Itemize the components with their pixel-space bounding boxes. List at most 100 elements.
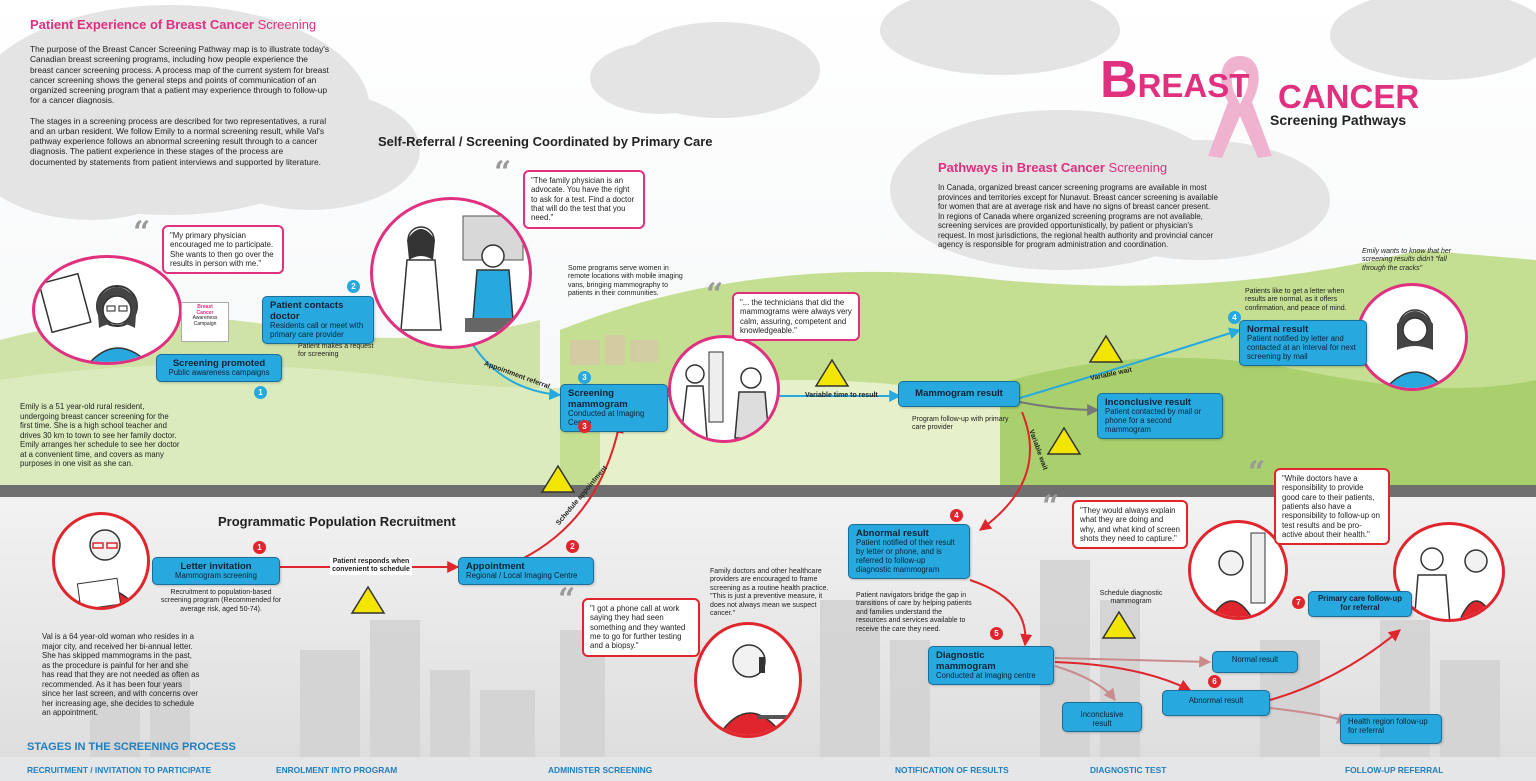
note-patient-request: Patient makes a request for screening [298, 343, 374, 359]
diagnostic-mammogram-sub: Conducted at imaging centre [936, 671, 1036, 680]
screening-mammogram-box[interactable]: Screening mammogram Conducted at Imaging… [560, 384, 668, 432]
health-region-followup-box[interactable]: Health region follow-up for referral [1340, 714, 1442, 744]
warning-triangle-icon [1088, 334, 1124, 363]
stages-title: STAGES IN THE SCREENING PROCESS [27, 741, 236, 753]
warning-triangle-icon [814, 358, 850, 387]
stage-administer: ADMINISTER SCREENING [548, 765, 653, 775]
emily-description: Emily is a 51 year-old rural resident, u… [20, 402, 180, 468]
quote-responsibility: "While doctors have a responsibility to … [1274, 468, 1390, 546]
letter-invitation-box[interactable]: Letter invitation Mammogram screening [152, 557, 280, 585]
step-badge-blue-4: 4 [1228, 311, 1241, 324]
intro-title: Patient Experience of Breast Cancer [30, 17, 254, 32]
primary-care-followup-title: Primary care follow-up for referral [1317, 594, 1403, 612]
abnormal-result-small-title: Abnormal result [1188, 696, 1244, 705]
quote-technicians: "... the technicians that did the mammog… [732, 292, 860, 342]
doctor-patient-icon [400, 215, 524, 332]
normal-result-small-title: Normal result [1231, 655, 1279, 664]
step-badge-red-1: 1 [253, 541, 266, 554]
stage-notification: NOTIFICATION OF RESULTS [895, 765, 1009, 775]
quote-explain: "They would always explain what they are… [1072, 500, 1188, 550]
note-program-followup: Program follow-up with primary care prov… [912, 416, 1009, 432]
appointment-title: Appointment [466, 561, 525, 572]
diagnostic-portrait [1188, 520, 1288, 620]
stage-diagnostic: DIAGNOSTIC TEST [1090, 765, 1167, 775]
inconclusive-result-box[interactable]: Inconclusive result Patient contacted by… [1097, 393, 1223, 439]
poster-line-2: Cancer [196, 309, 214, 316]
intro-section: Patient Experience of Breast Cancer Scre… [30, 17, 330, 167]
stage-followup: FOLLOW-UP REFERRAL [1345, 765, 1444, 775]
note-variable-time: Variable time to result [805, 392, 878, 399]
appointment-box[interactable]: Appointment Regional / Local Imaging Cen… [458, 557, 594, 585]
abnormal-result-box[interactable]: Abnormal result Patient notified of thei… [848, 524, 970, 579]
note-navigators: Patient navigators bridge the gap in tra… [856, 592, 972, 633]
phone-call-portrait [694, 622, 802, 738]
self-referral-title: Self-Referral / Screening Coordinated by… [378, 134, 713, 149]
poster-line-4: Campaign [193, 320, 217, 327]
logo-big-b: B [1100, 51, 1138, 109]
screening-promoted-box[interactable]: Screening promoted Public awareness camp… [156, 354, 282, 382]
val-description: Val is a 64 year-old woman who resides i… [42, 632, 200, 717]
pathways-body: In Canada, organized breast cancer scree… [938, 183, 1218, 249]
pathways-title-accent: Screening [1108, 160, 1168, 175]
letter-invitation-title: Letter invitation [180, 561, 252, 572]
abnormal-result-title: Abnormal result [856, 528, 929, 539]
doctor-portrait [370, 197, 532, 349]
poster-line-1: Breast [197, 304, 213, 310]
warning-triangle-icon [540, 464, 576, 493]
followup-portrait [1393, 522, 1505, 622]
step-badge-red-7: 7 [1292, 596, 1305, 609]
step-badge-red-5: 5 [990, 627, 1003, 640]
logo-word-1: REAST [1137, 67, 1250, 104]
note-mobile-vans: Some programs serve women in remote loca… [568, 265, 683, 298]
mammogram-result-box[interactable]: Mammogram result [898, 381, 1020, 407]
normal-result-title: Normal result [1247, 324, 1309, 335]
normal-result-small-box[interactable]: Normal result [1212, 651, 1298, 673]
emily-illustration-icon [38, 272, 149, 362]
logo: BREAST CANCER Screening Pathways [1100, 50, 1430, 170]
abnormal-result-small-box[interactable]: Abnormal result [1162, 690, 1270, 716]
screening-mammogram-title: Screening mammogram [568, 388, 628, 410]
primary-care-followup-box[interactable]: Primary care follow-up for referral [1308, 591, 1412, 617]
pathways-title: Pathways in Breast Cancer [938, 160, 1105, 175]
warning-triangle-icon [350, 585, 386, 614]
intro-paragraph-1: The purpose of the Breast Cancer Screeni… [30, 44, 330, 106]
step-badge-red-6: 6 [1208, 675, 1221, 688]
note-schedule-diagnostic: Schedule diagnostic mammogram [1099, 590, 1163, 606]
val-reading-letter-icon [72, 529, 138, 607]
warning-triangle-icon [1101, 610, 1137, 639]
patient-contacts-sub: Residents call or meet with primary care… [270, 321, 364, 339]
awareness-poster: Breast Cancer Awareness Campaign [181, 302, 229, 342]
pathways-section: Pathways in Breast Cancer Screening In C… [938, 160, 1218, 250]
inconclusive-result-small-box[interactable]: Inconclusive result [1062, 702, 1142, 732]
stage-recruitment: RECRUITMENT / INVITATION TO PARTICIPATE [27, 765, 212, 775]
diagnostic-mammogram-box[interactable]: Diagnostic mammogram Conducted at imagin… [928, 646, 1054, 685]
quote-mark-icon: “ [1248, 455, 1266, 490]
quote-mark-icon: “ [558, 582, 576, 617]
diagnostic-mammogram-title: Diagnostic mammogram [936, 650, 996, 672]
poster-line-3: Awareness [192, 315, 218, 321]
note-family-doctors: Family doctors and other healthcare prov… [710, 568, 829, 617]
normal-result-box[interactable]: Normal result Patient notified by letter… [1239, 320, 1367, 366]
normal-result-portrait [1356, 283, 1468, 391]
screening-promoted-title: Screening promoted [172, 358, 266, 369]
quote-mark-icon: “ [1042, 489, 1060, 524]
note-patients-like: Patients like to get a letter when resul… [1245, 288, 1347, 312]
quote-mark-icon: “ [133, 215, 151, 250]
emily-portrait [32, 255, 182, 365]
step-badge-red-2: 2 [566, 540, 579, 553]
note-emily-wants: Emily wants to know that her screening r… [1362, 248, 1452, 272]
stage-enrolment: ENROLMENT INTO PROGRAM [276, 765, 398, 775]
patient-contacts-box[interactable]: Patient contacts doctor Residents call o… [262, 296, 374, 344]
normal-result-sub: Patient notified by letter and contacted… [1247, 334, 1356, 361]
appointment-sub: Regional / Local Imaging Centre [466, 571, 578, 580]
logo-subtitle: Screening Pathways [1270, 112, 1407, 128]
val-portrait [52, 512, 150, 610]
quote-family-physician: "The family physician is an advocate. Yo… [523, 170, 645, 229]
step-badge-blue-2: 2 [347, 280, 360, 293]
quote-emily: "My primary physician encouraged me to p… [162, 225, 284, 275]
step-badge-red-3: 3 [578, 420, 591, 433]
quote-phone-call: "I got a phone call at work saying they … [582, 598, 700, 657]
patient-contacts-title: Patient contacts doctor [270, 300, 344, 322]
abnormal-result-sub: Patient notified of their result by lett… [856, 538, 955, 574]
letter-invitation-sub: Mammogram screening [175, 571, 257, 580]
